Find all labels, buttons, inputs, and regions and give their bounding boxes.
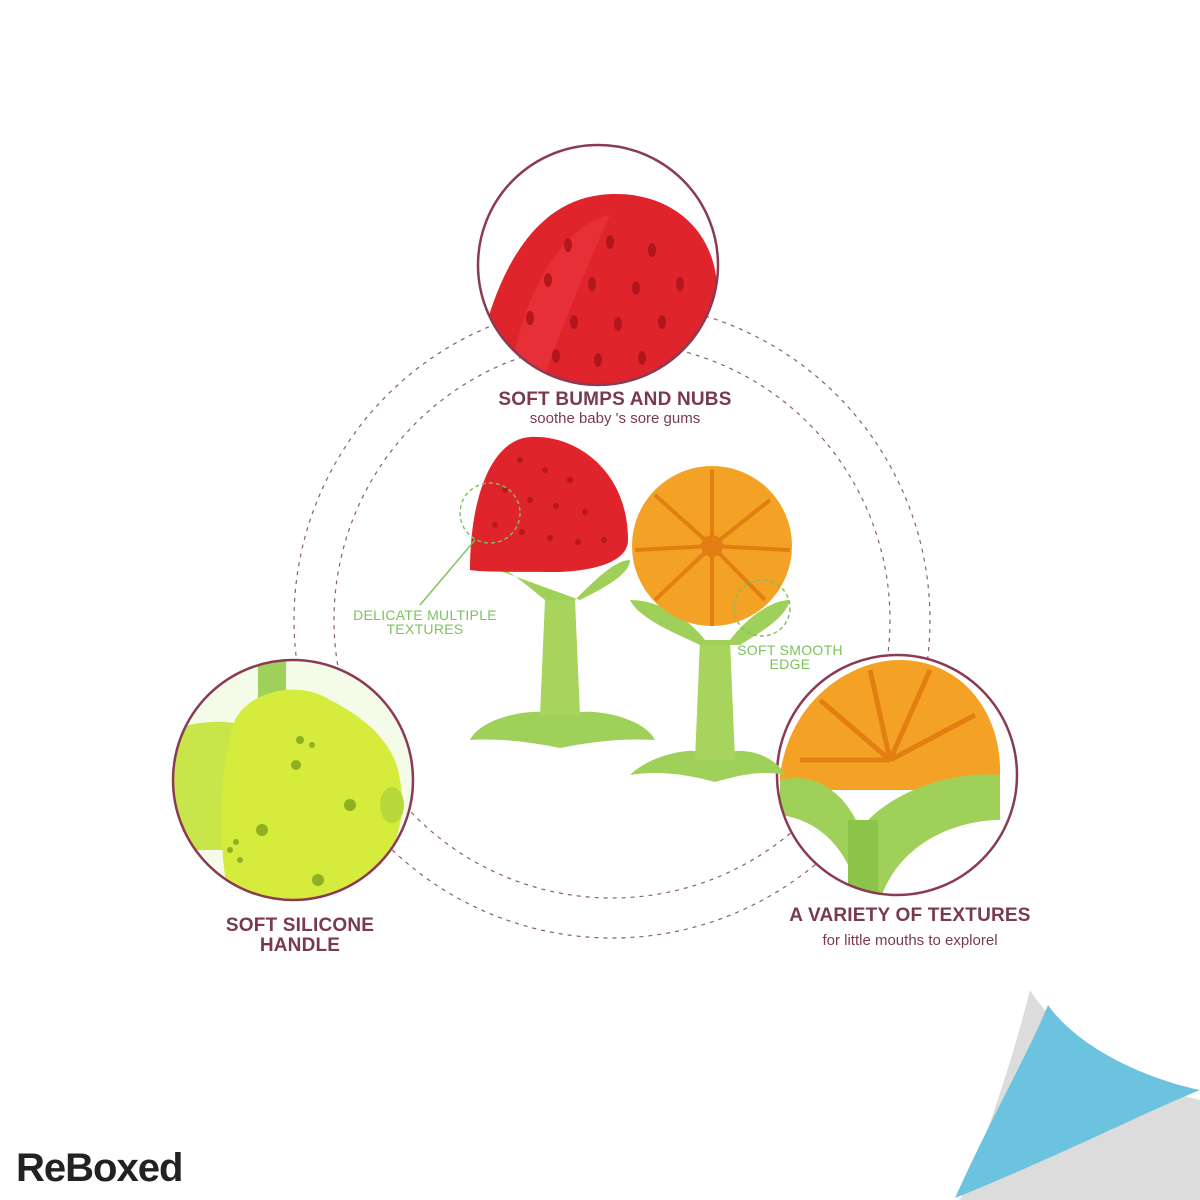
callout-center-left-line2: TEXTURES [386,621,464,637]
zoom-circle-strawberry [476,143,720,387]
callout-right-title: A VARIETY OF TEXTURES [789,905,1031,926]
callout-top: SOFT BUMPS AND NUBS soothe baby 's sore … [430,390,800,428]
callout-right-subtitle: for little mouths to explorel [822,932,998,949]
callout-center-left-line1: DELICATE MULTIPLE [353,607,497,623]
corner-curl-graphic [955,990,1200,1200]
callout-center-right: SOFT SMOOTH EDGE [715,643,865,671]
callout-center-right-line1: SOFT SMOOTH [737,642,843,658]
callout-top-subtitle: soothe baby 's sore gums [529,410,701,427]
strawberry-teether [419,436,655,748]
callout-left-title-1: SOFT SILICONE [225,915,375,936]
brand-logo: ReBoxed [16,1146,183,1190]
orange-teether [630,466,792,782]
callout-right: A VARIETY OF TEXTURES for little mouths … [740,906,1080,950]
callout-top-title: SOFT BUMPS AND NUBS [498,389,732,410]
zoom-circle-orange [775,653,1019,897]
callout-center-left: DELICATE MULTIPLE TEXTURES [320,608,530,636]
zoom-circle-handle [171,658,415,902]
callout-left: SOFT SILICONE HANDLE [180,916,420,956]
dashed-ring-inner [333,341,891,899]
callout-center-right-line2: EDGE [769,656,811,672]
callout-left-title-2: HANDLE [259,935,341,956]
